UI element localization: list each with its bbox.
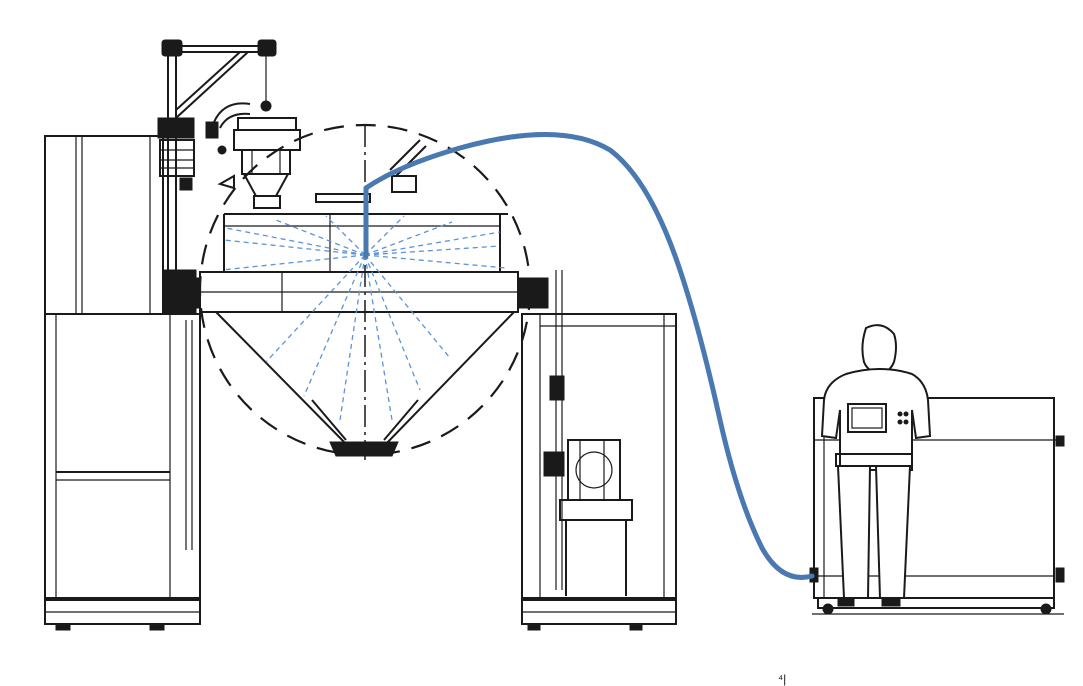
right-support-frame	[521, 270, 677, 631]
double-cone-vessel	[175, 123, 549, 460]
cip-hose	[363, 132, 815, 580]
spray-pattern	[221, 215, 507, 421]
operator-figure-icon	[820, 324, 932, 607]
annotation-mark: ⁴|	[778, 672, 786, 686]
control-screen-icon	[847, 403, 887, 433]
left-support-frame	[44, 135, 201, 631]
cart-wheel-left	[822, 603, 834, 615]
cart-wheel-right	[1040, 603, 1052, 615]
hoist-mast	[157, 39, 277, 315]
feed-hopper-assembly	[205, 100, 427, 209]
